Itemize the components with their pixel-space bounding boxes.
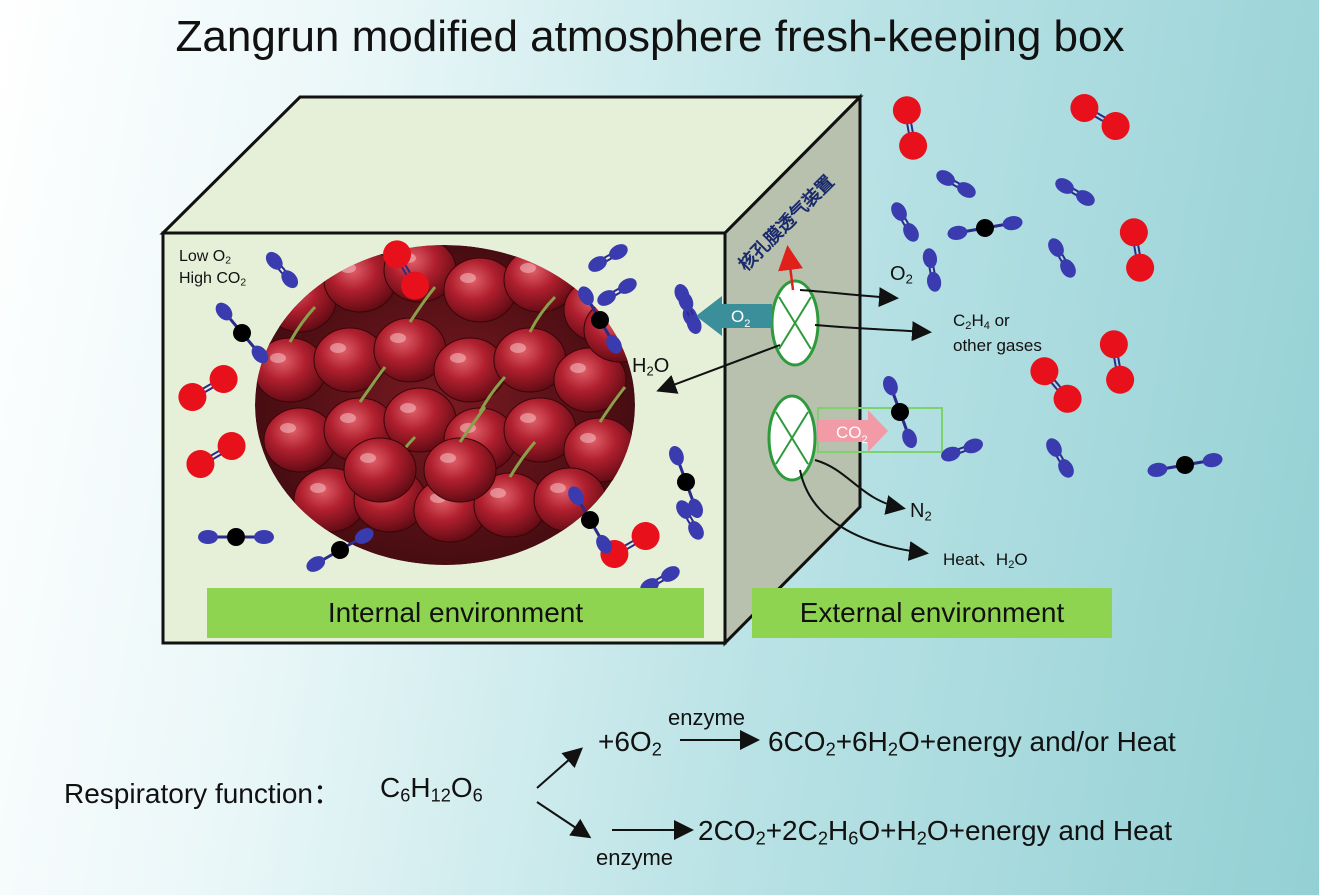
n2-molecule <box>921 247 942 293</box>
o2-molecule <box>1065 89 1134 145</box>
c2h4-label: C2H4 or other gases <box>953 308 1042 358</box>
co2-molecule <box>198 528 274 546</box>
n2-molecule <box>1045 235 1079 280</box>
o2-out-label: O2 <box>890 263 913 286</box>
inner-condition-o2: Low O2 <box>179 246 246 268</box>
anaerobic-enzyme-label: enzyme <box>596 845 673 871</box>
membrane-valve-bottom <box>769 396 815 480</box>
aerobic-enzyme-label: enzyme <box>668 705 745 731</box>
inner-condition: Low O2 High CO2 <box>179 246 246 290</box>
co2-molecule <box>946 213 1024 244</box>
o2-molecule <box>891 94 930 162</box>
aerobic-products: 6CO2+6H2O+energy and/or Heat <box>768 726 1176 758</box>
internal-environment-label: Internal environment <box>207 588 704 638</box>
o2-molecule <box>1118 216 1157 284</box>
co2-molecule <box>879 373 922 451</box>
reactant-formula: C6H12O6 <box>380 772 483 804</box>
n2-molecule <box>1043 435 1077 480</box>
respiratory-label: Respiratory function： <box>64 772 341 812</box>
inner-condition-co2: High CO2 <box>179 268 246 290</box>
n2-molecule <box>939 436 985 464</box>
n2-molecule <box>933 167 978 201</box>
h2o-label: H2O <box>632 355 669 378</box>
branch-arrow-up <box>537 750 580 788</box>
o2-molecule <box>1025 351 1088 418</box>
aerobic-reactant: +6O2 <box>598 726 662 758</box>
external-environment-label: External environment <box>752 588 1112 638</box>
membrane-valve-top <box>772 281 818 365</box>
branch-arrow-down <box>537 802 588 836</box>
n2-molecule <box>888 199 922 244</box>
o2-molecule <box>1098 328 1137 396</box>
n2-label: N2 <box>910 500 932 523</box>
n2-molecule <box>1052 175 1097 209</box>
heat-label: Heat、H2O <box>943 545 1028 570</box>
co2-molecule <box>1146 450 1224 481</box>
cherry <box>344 438 416 502</box>
anaerobic-products: 2CO2+2C2H6O+H2O+energy and Heat <box>698 815 1172 847</box>
